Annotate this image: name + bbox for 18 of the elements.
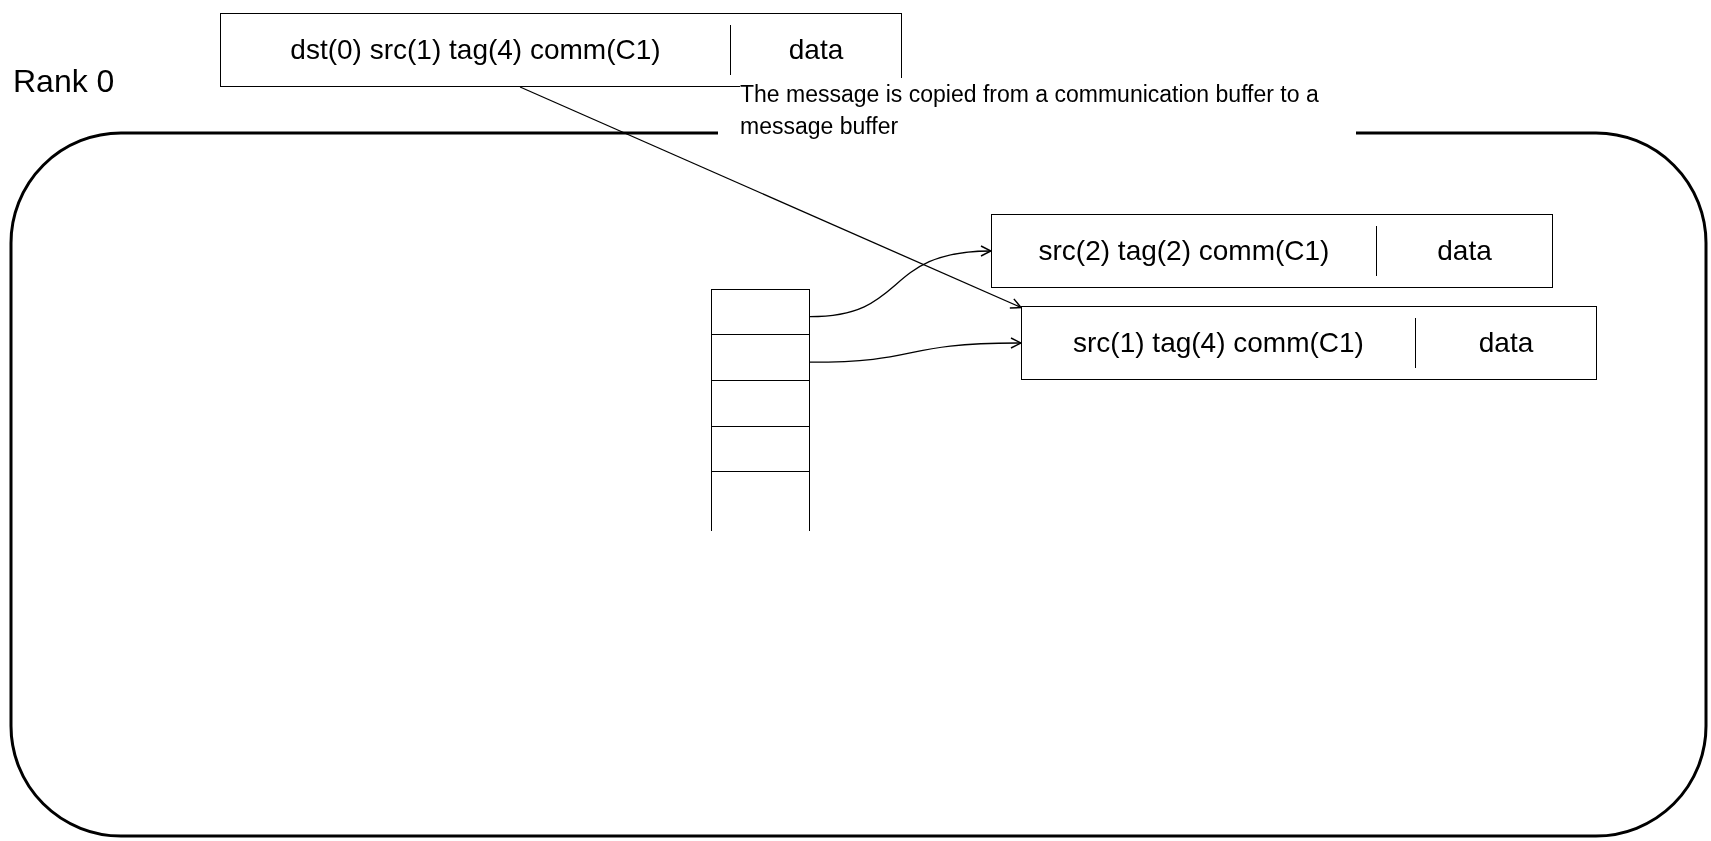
region-title: Rank 0	[13, 63, 115, 100]
header-text: dst(0) src(1) tag(4) comm(C1)	[289, 33, 662, 67]
buffer-slot	[711, 426, 810, 472]
buffer-slot	[711, 380, 810, 427]
header-text: src(1) tag(4) comm(C1)	[1072, 326, 1365, 360]
arrow	[809, 245, 992, 318]
message-box	[1021, 306, 1597, 380]
data-text: data	[1376, 225, 1552, 277]
buffer-slot	[711, 289, 810, 335]
header-text: src(2) tag(2) comm(C1)	[1037, 234, 1331, 268]
edge-label: The message is copied from a communication buffer to a message buffer	[740, 78, 1320, 142]
message-box	[991, 214, 1553, 288]
buffer-slot	[711, 471, 810, 531]
arrow	[519, 86, 1022, 309]
data-text: data	[1415, 317, 1596, 369]
buffer-slot	[711, 334, 810, 381]
data-text: data	[730, 24, 901, 76]
arrow	[809, 337, 1022, 363]
